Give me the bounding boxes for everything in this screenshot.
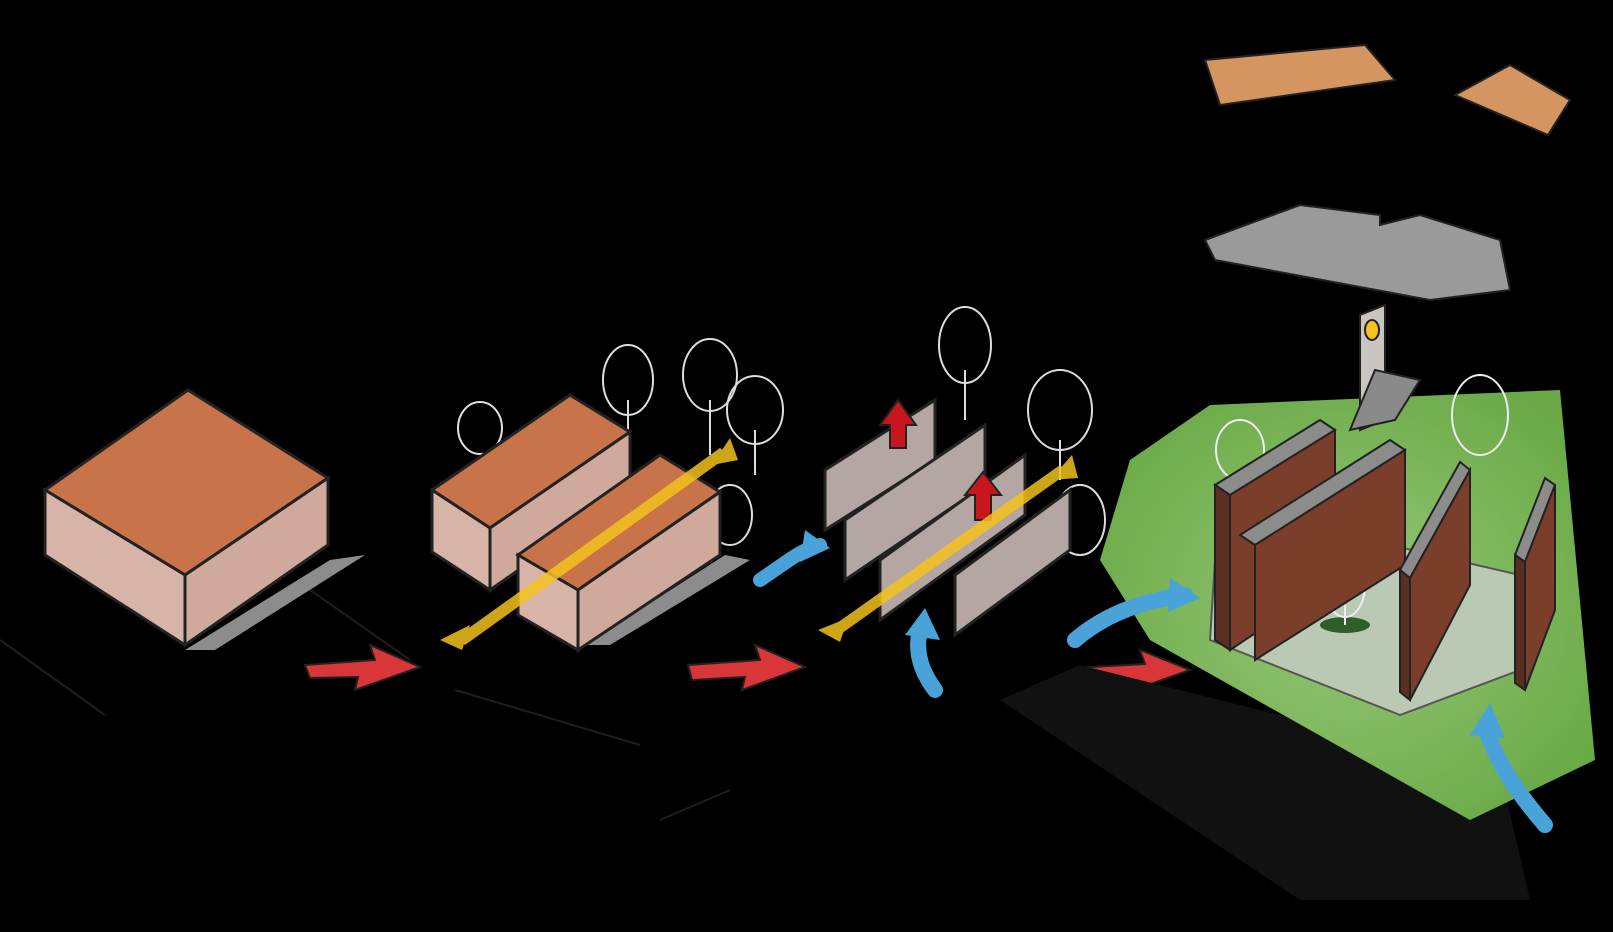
stage-2-split-blocks	[429, 338, 784, 653]
stage-1-side-wall	[183, 475, 330, 648]
spiral-stair	[1348, 368, 1422, 432]
stage-4-ground-shadow	[1000, 665, 1530, 900]
stage-2-front-side	[576, 489, 722, 653]
tree-icon	[1027, 369, 1093, 451]
panel-4	[953, 487, 1072, 638]
wind-arrow-1	[753, 530, 830, 587]
stage-2-axis-arrow	[440, 438, 738, 650]
tower-window	[1364, 319, 1380, 341]
stage-2-shadow	[585, 555, 750, 645]
stage-3-panels	[818, 306, 1106, 642]
stage-4-tower	[1348, 303, 1422, 432]
arcade-wall-2	[1238, 438, 1407, 662]
stage-3-axis-arrow	[818, 455, 1078, 642]
stage-4-courtyard	[1000, 43, 1595, 900]
wind-arrow-2	[905, 608, 943, 698]
exploded-roof-2	[1452, 63, 1572, 137]
stage-3-trees	[938, 306, 1106, 556]
stage-1-massing-block	[42, 388, 365, 650]
stage-1-shadow	[185, 555, 365, 650]
arcade-wall-3	[1398, 460, 1472, 703]
tree-icon	[457, 401, 503, 455]
arcade-wall-4	[1513, 476, 1557, 692]
flow-arrow-2	[686, 643, 808, 692]
wind-arrow-4	[1470, 703, 1553, 833]
exploded-deck	[1203, 203, 1512, 302]
ground-lines	[0, 589, 731, 821]
tree-icon	[1451, 374, 1509, 456]
exploded-roof-1	[1203, 43, 1397, 107]
flow-arrow-1	[303, 643, 423, 692]
wind-arrow-3	[1067, 578, 1200, 648]
